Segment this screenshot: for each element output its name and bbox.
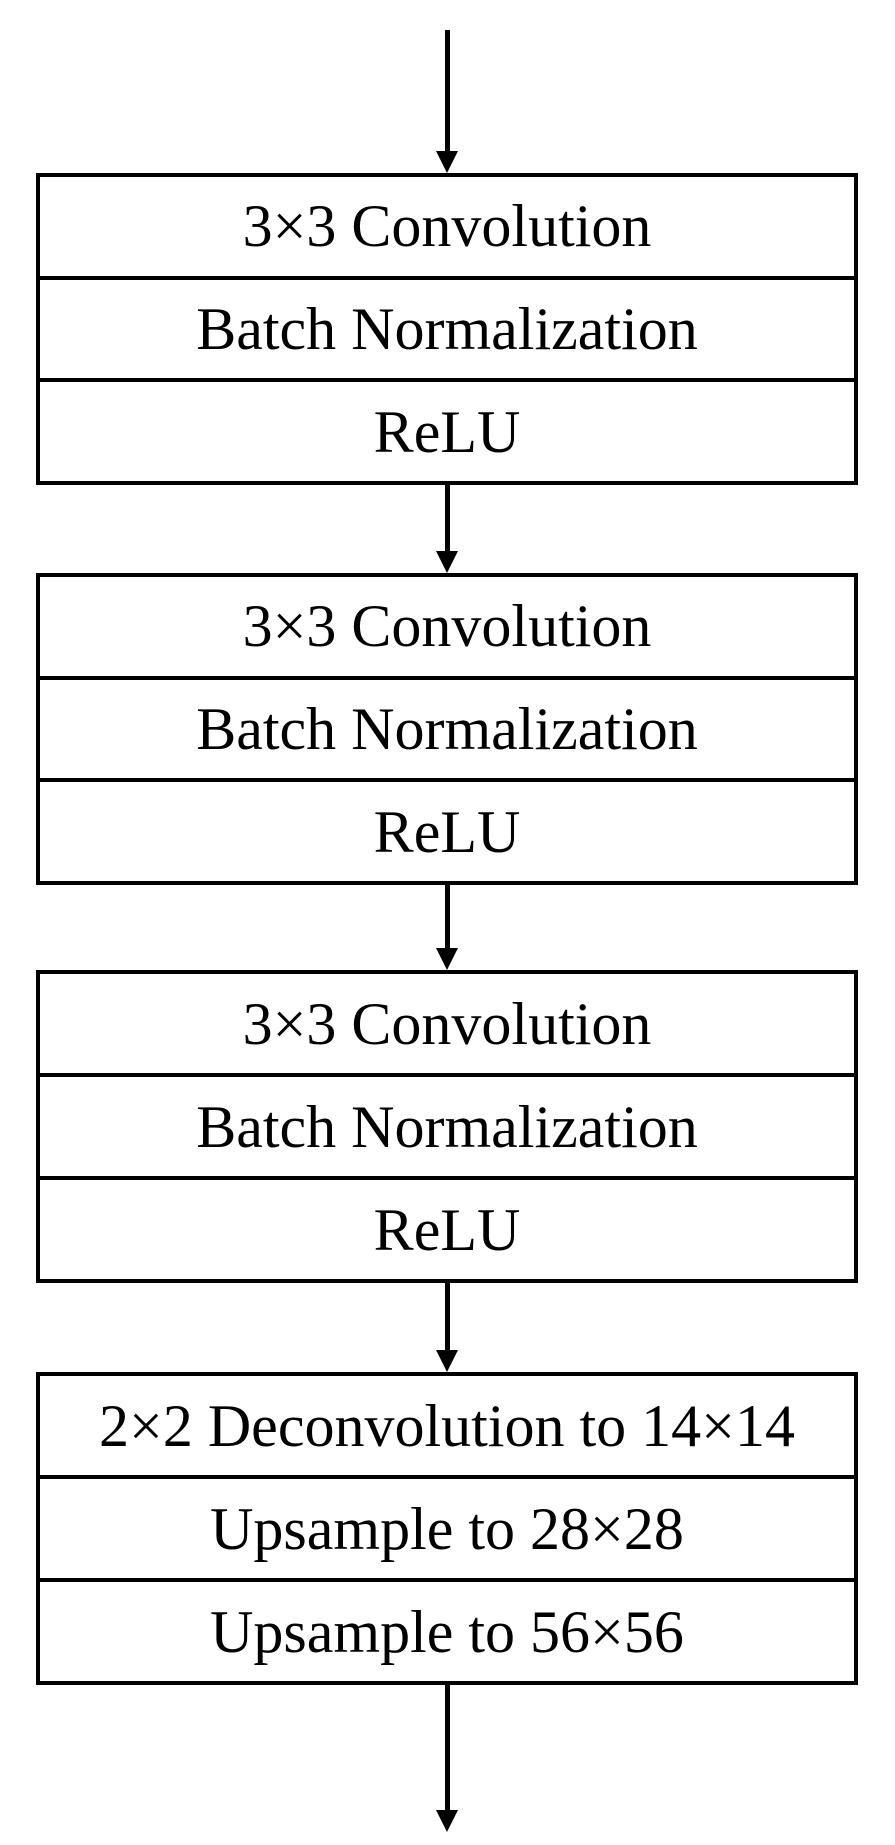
arrow-shaft	[445, 1685, 450, 1814]
down-arrow-icon	[436, 885, 458, 970]
layer-row-batchnorm: Batch Normalization	[40, 275, 854, 379]
conv-block-2: 3×3 Convolution Batch Normalization ReLU	[36, 573, 858, 885]
arrow-head	[436, 1810, 458, 1832]
down-arrow-icon	[436, 1685, 458, 1832]
layer-row-conv: 3×3 Convolution	[40, 577, 854, 676]
layer-row-relu: ReLU	[40, 778, 854, 882]
arrow-shaft	[445, 885, 450, 952]
arrow-shaft	[445, 485, 450, 555]
layer-row-upsample-56: Upsample to 56×56	[40, 1578, 854, 1681]
layer-row-conv: 3×3 Convolution	[40, 974, 854, 1073]
layer-row-deconv: 2×2 Deconvolution to 14×14	[40, 1376, 854, 1475]
layer-row-upsample-28: Upsample to 28×28	[40, 1475, 854, 1578]
layer-row-batchnorm: Batch Normalization	[40, 675, 854, 779]
arrow-head	[436, 151, 458, 173]
arrow-head	[436, 948, 458, 970]
layer-row-relu: ReLU	[40, 378, 854, 482]
arrow-shaft	[445, 30, 450, 155]
layer-row-relu: ReLU	[40, 1176, 854, 1279]
arrow-shaft	[445, 1283, 450, 1354]
conv-block-3: 3×3 Convolution Batch Normalization ReLU	[36, 970, 858, 1283]
down-arrow-icon	[436, 1283, 458, 1372]
arrow-head	[436, 551, 458, 573]
upsample-block: 2×2 Deconvolution to 14×14 Upsample to 2…	[36, 1372, 858, 1685]
layer-row-conv: 3×3 Convolution	[40, 177, 854, 276]
conv-block-1: 3×3 Convolution Batch Normalization ReLU	[36, 173, 858, 485]
down-arrow-icon	[436, 485, 458, 573]
arrow-head	[436, 1350, 458, 1372]
layer-row-batchnorm: Batch Normalization	[40, 1073, 854, 1176]
down-arrow-icon	[436, 30, 458, 173]
